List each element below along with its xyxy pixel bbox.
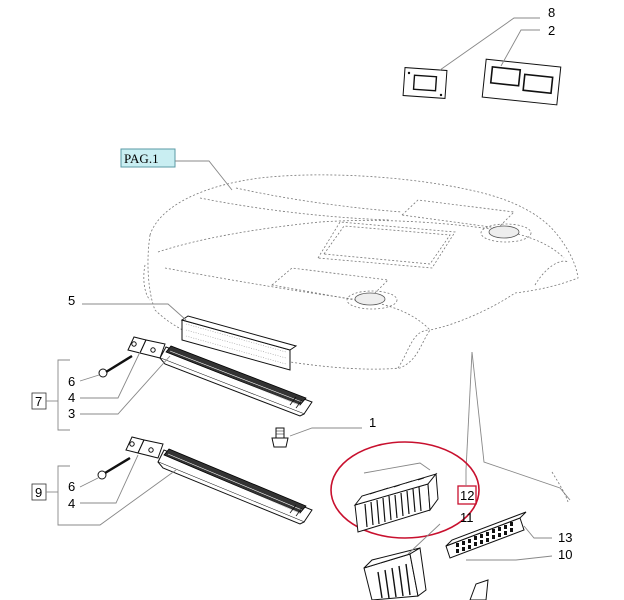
gasket-large[interactable]	[481, 58, 562, 106]
vent-11[interactable]	[363, 547, 427, 600]
page-ref-label: PAG.1	[124, 151, 159, 166]
callout-13: 13	[558, 530, 572, 545]
leader-roof-12	[465, 351, 473, 471]
hinge-upper[interactable]	[127, 336, 166, 359]
vent-grille-lower[interactable]	[157, 448, 313, 525]
callout-8: 8	[548, 5, 555, 20]
roof-vent-lid-right	[480, 223, 532, 243]
roof-vent-lid-left	[346, 290, 398, 310]
leader-roof-right	[471, 351, 571, 501]
roof-edge-partial	[551, 471, 569, 503]
screw-lower[interactable]	[97, 456, 131, 480]
vent-front[interactable]	[353, 472, 439, 533]
filter-strip[interactable]	[180, 315, 298, 371]
vent-13[interactable]	[445, 511, 527, 559]
leader-4-lower	[80, 454, 139, 504]
leader-vent-front	[363, 462, 431, 474]
callout-6-lower: 6	[68, 479, 75, 494]
callout-9: 9	[35, 485, 42, 500]
leader-8	[439, 17, 540, 71]
leader-1	[289, 427, 362, 437]
leader-6-upper	[79, 374, 100, 382]
leader-13	[523, 525, 552, 539]
leader-3	[80, 355, 171, 415]
roof-panel	[143, 174, 579, 370]
vent-grille-upper[interactable]	[159, 345, 313, 417]
leader-2	[500, 29, 540, 67]
highlight-circle	[330, 441, 480, 539]
callout-5: 5	[68, 293, 75, 308]
leader-5	[82, 303, 187, 321]
leader-6-lower	[79, 477, 99, 488]
page-ref-box[interactable]	[120, 148, 176, 168]
screw-upper[interactable]	[98, 354, 133, 378]
leader-grille-lower	[58, 469, 177, 526]
leader-pag1	[175, 160, 233, 191]
leader-10	[466, 555, 553, 561]
callout-1: 1	[369, 415, 376, 430]
partial-part-bottom	[469, 579, 489, 600]
callout-4-upper: 4	[68, 390, 75, 405]
callout-7: 7	[35, 394, 42, 409]
gasket-small[interactable]	[402, 67, 448, 99]
callout-2: 2	[548, 23, 555, 38]
hinge-lower[interactable]	[125, 436, 164, 459]
callout-12: 12	[460, 488, 474, 503]
callout-10: 10	[558, 547, 572, 562]
callout-6-upper: 6	[68, 374, 75, 389]
leader-11	[407, 523, 441, 555]
callout-3: 3	[68, 406, 75, 421]
bracket-7	[57, 359, 70, 431]
callout-4-lower: 4	[68, 496, 75, 511]
callout-12-box	[457, 485, 477, 505]
leader-4-upper	[80, 351, 141, 399]
knob[interactable]	[271, 427, 289, 448]
callout-11: 11	[460, 510, 474, 525]
